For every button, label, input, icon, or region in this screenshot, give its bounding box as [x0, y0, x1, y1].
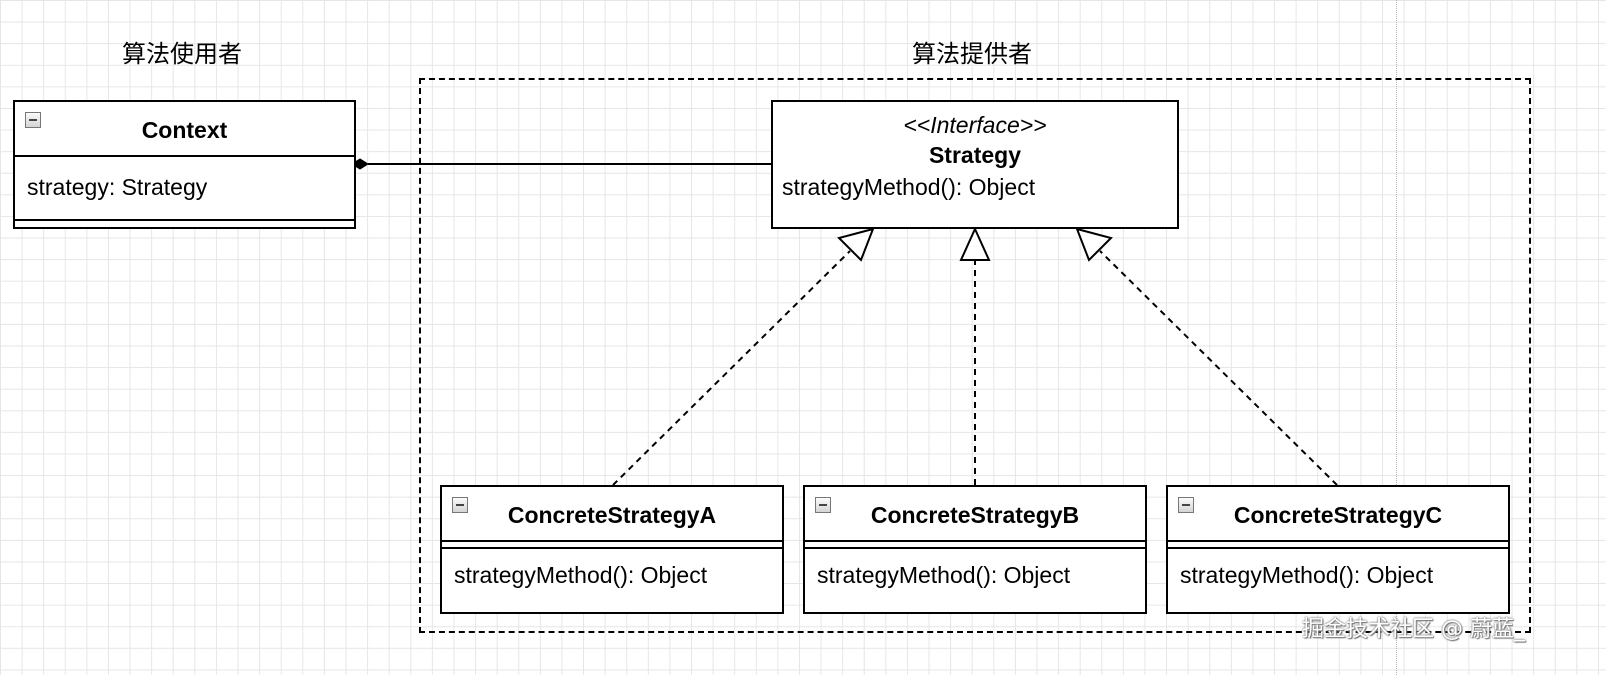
class-concrete-strategy-b[interactable]: ConcreteStrategyB strategyMethod(): Obje…	[803, 485, 1147, 614]
class-concrete-strategy-b-header: ConcreteStrategyB	[805, 487, 1145, 542]
heading-algorithm-user: 算法使用者	[122, 40, 242, 68]
class-concrete-strategy-c[interactable]: ConcreteStrategyC strategyMethod(): Obje…	[1166, 485, 1510, 614]
collapse-icon[interactable]	[452, 497, 468, 513]
realization-arrowhead-c	[1075, 227, 1113, 262]
attribute-separator	[1168, 542, 1508, 549]
realization-arrowhead-b	[959, 226, 991, 261]
class-concrete-strategy-a-method: strategyMethod(): Object	[454, 562, 708, 588]
class-concrete-strategy-c-name: ConcreteStrategyC	[1233, 502, 1443, 528]
attribute-separator	[442, 542, 782, 549]
class-context-name: Context	[141, 117, 228, 143]
provider-group-frame	[419, 78, 1531, 633]
collapse-icon[interactable]	[25, 112, 41, 128]
page-boundary-line	[1396, 0, 1397, 675]
class-concrete-strategy-c-header: ConcreteStrategyC	[1168, 487, 1508, 542]
class-concrete-strategy-a-name: ConcreteStrategyA	[507, 502, 717, 528]
class-concrete-strategy-b-method: strategyMethod(): Object	[817, 562, 1071, 588]
realization-arrowhead-a	[837, 227, 875, 262]
heading-algorithm-provider: 算法提供者	[912, 40, 1032, 68]
class-concrete-strategy-b-name: ConcreteStrategyB	[870, 502, 1080, 528]
realization-line-a	[612, 250, 851, 486]
collapse-icon[interactable]	[1178, 497, 1194, 513]
interface-strategy[interactable]: <<Interface>> Strategy strategyMethod():…	[771, 100, 1179, 229]
interface-strategy-method: strategyMethod(): Object	[782, 174, 1036, 200]
attribute-separator	[805, 542, 1145, 549]
class-concrete-strategy-a-header: ConcreteStrategyA	[442, 487, 782, 542]
class-context-attribute: strategy: Strategy	[27, 174, 208, 200]
class-context-method-separator	[15, 219, 354, 221]
class-concrete-strategy-a[interactable]: ConcreteStrategyA strategyMethod(): Obje…	[440, 485, 784, 614]
interface-strategy-name: Strategy	[928, 142, 1022, 168]
watermark: 掘金技术社区 @ 蔚蓝_	[1302, 617, 1525, 642]
realization-line-c	[1099, 250, 1338, 486]
composition-diamond	[351, 158, 369, 170]
class-context-header: Context	[15, 102, 354, 157]
class-concrete-strategy-c-method: strategyMethod(): Object	[1180, 562, 1434, 588]
collapse-icon[interactable]	[815, 497, 831, 513]
class-context[interactable]: Context strategy: Strategy	[13, 100, 356, 229]
interface-stereotype: <<Interface>>	[903, 112, 1047, 138]
